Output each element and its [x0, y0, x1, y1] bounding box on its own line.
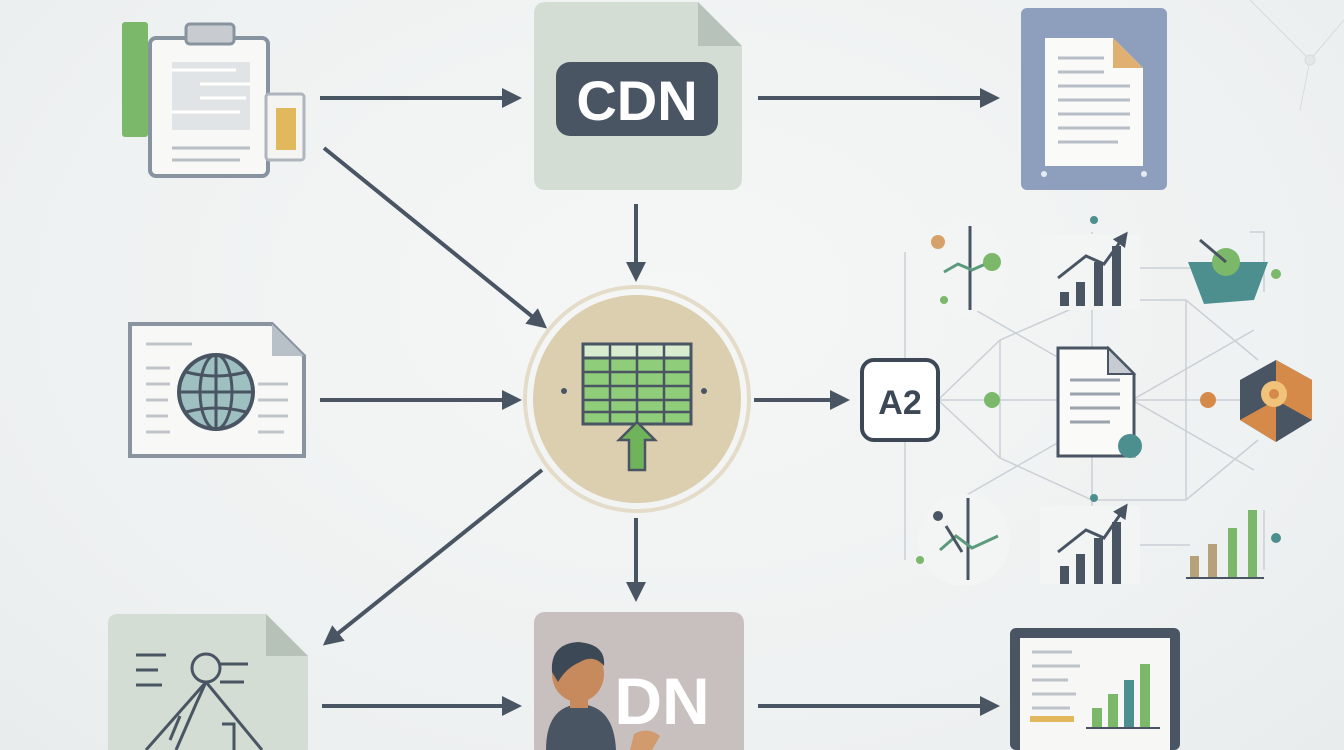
arrow-clipboard-to-hub	[322, 146, 548, 329]
cdn-label: CDN	[576, 69, 697, 132]
growth-chart-icon	[1040, 494, 1140, 584]
column-chart-icon	[1186, 510, 1281, 579]
report-document-icon	[1056, 345, 1142, 458]
person-avatar-icon	[546, 642, 660, 750]
bowl-icon	[1188, 238, 1281, 304]
corner-network-decoration	[1249, 0, 1344, 111]
a2-node: A2	[860, 358, 940, 442]
a2-label: A2	[878, 384, 921, 422]
upload-arrow-icon	[615, 420, 659, 472]
flowchart-tile	[108, 614, 308, 750]
dashboard-monitor-icon	[1010, 628, 1180, 750]
bar-chart-icon	[1040, 216, 1140, 310]
network-cluster: A2	[860, 216, 1312, 586]
trend-plot-icon	[916, 494, 1010, 586]
document-tile	[1021, 8, 1167, 190]
dn-label: DN	[614, 664, 709, 738]
scatter-plot-icon	[916, 222, 1008, 314]
flow-arrows	[320, 88, 1000, 716]
arrow-hub-to-diagram	[322, 468, 544, 646]
location-hexagon-icon	[1240, 360, 1312, 442]
cdn-tile: CDN	[534, 2, 742, 190]
spreadsheet-hub	[523, 285, 751, 513]
dn-tile: DN	[534, 612, 744, 750]
globe-icon	[177, 353, 255, 431]
web-page-icon	[128, 322, 306, 458]
clipboard-icon	[122, 22, 306, 178]
